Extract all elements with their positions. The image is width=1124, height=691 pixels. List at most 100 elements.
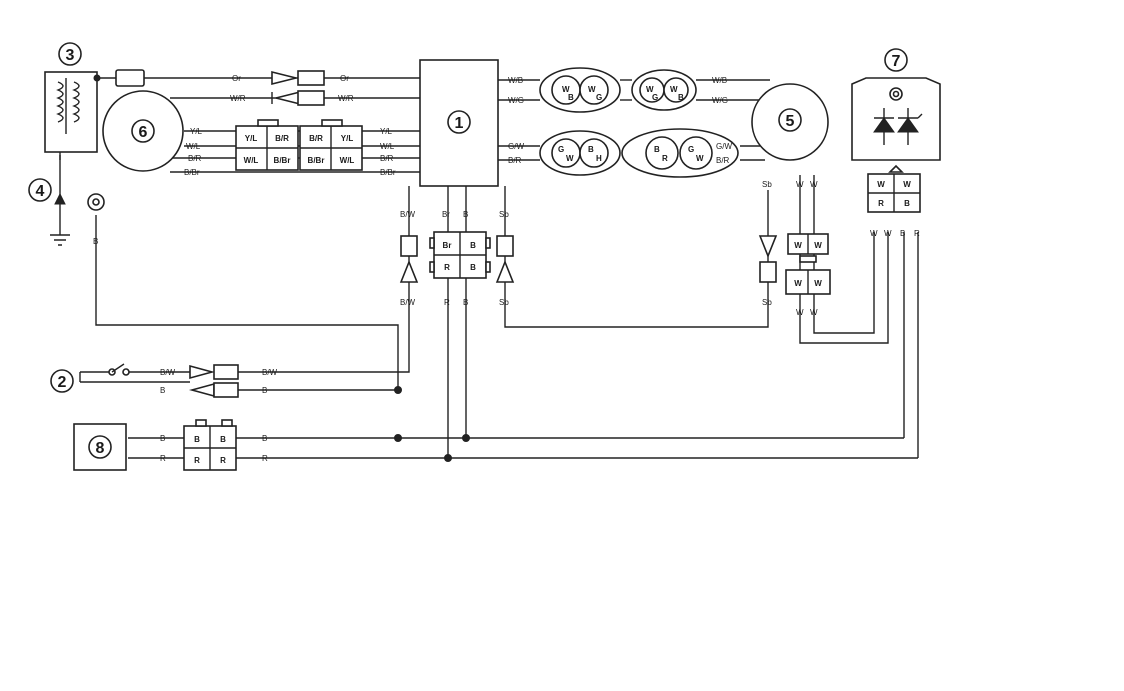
svg-text:Or: Or xyxy=(340,74,349,83)
inline-connectors-top xyxy=(271,70,325,106)
svg-text:B: B xyxy=(194,435,200,444)
label-5: 5 xyxy=(786,113,795,130)
ground-icon xyxy=(50,234,70,246)
svg-text:B/W: B/W xyxy=(400,298,416,307)
svg-text:G: G xyxy=(596,93,602,102)
svg-text:R: R xyxy=(914,229,920,238)
svg-text:G/W: G/W xyxy=(508,142,524,151)
svg-text:W: W xyxy=(566,154,574,163)
svg-text:Y/L: Y/L xyxy=(341,134,354,143)
svg-text:Sb: Sb xyxy=(762,180,772,189)
coil-primary-icon xyxy=(56,81,64,123)
svg-text:W: W xyxy=(877,180,885,189)
svg-text:B: B xyxy=(904,199,910,208)
svg-text:W: W xyxy=(796,308,804,317)
svg-text:W: W xyxy=(810,308,818,317)
svg-text:W/G: W/G xyxy=(712,96,728,105)
svg-text:W/B: W/B xyxy=(508,76,523,85)
svg-text:W: W xyxy=(794,241,802,250)
svg-text:B/W: B/W xyxy=(400,210,416,219)
sb-connector xyxy=(758,235,778,283)
svg-text:B: B xyxy=(900,229,905,238)
pickup-connector: Y/L B/R W/L B/Br B/R Y/L B/Br W/L xyxy=(235,119,363,171)
label-7: 7 xyxy=(892,53,901,70)
svg-text:Sb: Sb xyxy=(762,298,772,307)
component-2-switch: 2 xyxy=(50,363,239,398)
label-3: 3 xyxy=(66,47,75,64)
svg-text:B: B xyxy=(470,241,476,250)
svg-text:R: R xyxy=(194,456,200,465)
svg-text:W: W xyxy=(870,229,878,238)
svg-text:Y/L: Y/L xyxy=(190,127,203,136)
ww-connectors: W W W W xyxy=(785,233,831,295)
svg-text:B/W: B/W xyxy=(160,368,176,377)
svg-text:B: B xyxy=(262,434,267,443)
svg-text:B: B xyxy=(470,263,476,272)
unit-bottom-connectors: Br B R B xyxy=(399,231,515,283)
wire-labels: Or Or W/R W/R Y/L W/L B/R B/Br Y/L W/L B… xyxy=(93,74,920,463)
svg-text:B/R: B/R xyxy=(508,156,522,165)
svg-text:G: G xyxy=(652,93,658,102)
svg-text:B/R: B/R xyxy=(188,154,202,163)
svg-text:B: B xyxy=(568,93,574,102)
svg-text:B/Br: B/Br xyxy=(308,156,325,165)
svg-text:B/R: B/R xyxy=(380,154,394,163)
svg-text:B/R: B/R xyxy=(275,134,289,143)
svg-text:B/R: B/R xyxy=(716,156,730,165)
svg-text:R: R xyxy=(444,298,450,307)
component-3-ignition-coil: 3 xyxy=(44,42,145,160)
svg-text:Or: Or xyxy=(232,74,241,83)
svg-text:Br: Br xyxy=(443,241,452,250)
svg-text:W/G: W/G xyxy=(508,96,524,105)
label-1: 1 xyxy=(455,115,464,132)
junction-dot xyxy=(462,434,470,442)
svg-text:Y/L: Y/L xyxy=(245,134,258,143)
coil-secondary-icon xyxy=(72,81,80,123)
junction-dot xyxy=(444,454,452,462)
svg-text:H: H xyxy=(596,154,602,163)
svg-text:G: G xyxy=(558,145,564,154)
svg-text:B: B xyxy=(220,435,226,444)
wire-sb-vertical xyxy=(504,186,769,328)
junction-dot xyxy=(394,434,402,442)
svg-text:G: G xyxy=(688,145,694,154)
svg-text:B/Br: B/Br xyxy=(380,168,396,177)
label-8: 8 xyxy=(96,440,105,457)
svg-text:B: B xyxy=(262,386,267,395)
svg-text:B: B xyxy=(678,93,684,102)
svg-text:W: W xyxy=(796,180,804,189)
svg-text:W/L: W/L xyxy=(380,142,395,151)
svg-text:Sb: Sb xyxy=(499,210,509,219)
svg-text:B: B xyxy=(654,145,660,154)
coil-connector-icon xyxy=(115,69,145,87)
arrow-up-icon xyxy=(54,192,66,205)
svg-text:B: B xyxy=(588,145,594,154)
label-6: 6 xyxy=(139,124,148,141)
svg-text:R: R xyxy=(662,154,668,163)
svg-text:B/Br: B/Br xyxy=(274,156,291,165)
svg-text:W: W xyxy=(810,180,818,189)
junction-dots xyxy=(394,386,470,462)
component-5-generator: 5 xyxy=(751,83,829,161)
svg-text:W/L: W/L xyxy=(244,156,259,165)
svg-text:Br: Br xyxy=(442,210,450,219)
svg-text:R: R xyxy=(262,454,268,463)
svg-text:W: W xyxy=(794,279,802,288)
svg-text:R: R xyxy=(444,263,450,272)
svg-text:W: W xyxy=(696,154,704,163)
svg-text:B: B xyxy=(463,210,468,219)
svg-text:W: W xyxy=(814,241,822,250)
svg-text:R: R xyxy=(160,454,166,463)
svg-text:B: B xyxy=(93,237,98,246)
svg-text:R: R xyxy=(220,456,226,465)
label-4: 4 xyxy=(36,183,45,200)
svg-text:W/B: W/B xyxy=(712,76,727,85)
wire-sw-left xyxy=(79,371,110,382)
svg-text:W: W xyxy=(814,279,822,288)
svg-text:W: W xyxy=(670,85,678,94)
triangle-icon xyxy=(271,70,297,86)
oval-connectors: W B W G W G W B G W B H B R G W xyxy=(539,67,739,178)
svg-text:B/R: B/R xyxy=(309,134,323,143)
switch-icon xyxy=(111,363,125,373)
ground-terminal xyxy=(87,193,105,211)
